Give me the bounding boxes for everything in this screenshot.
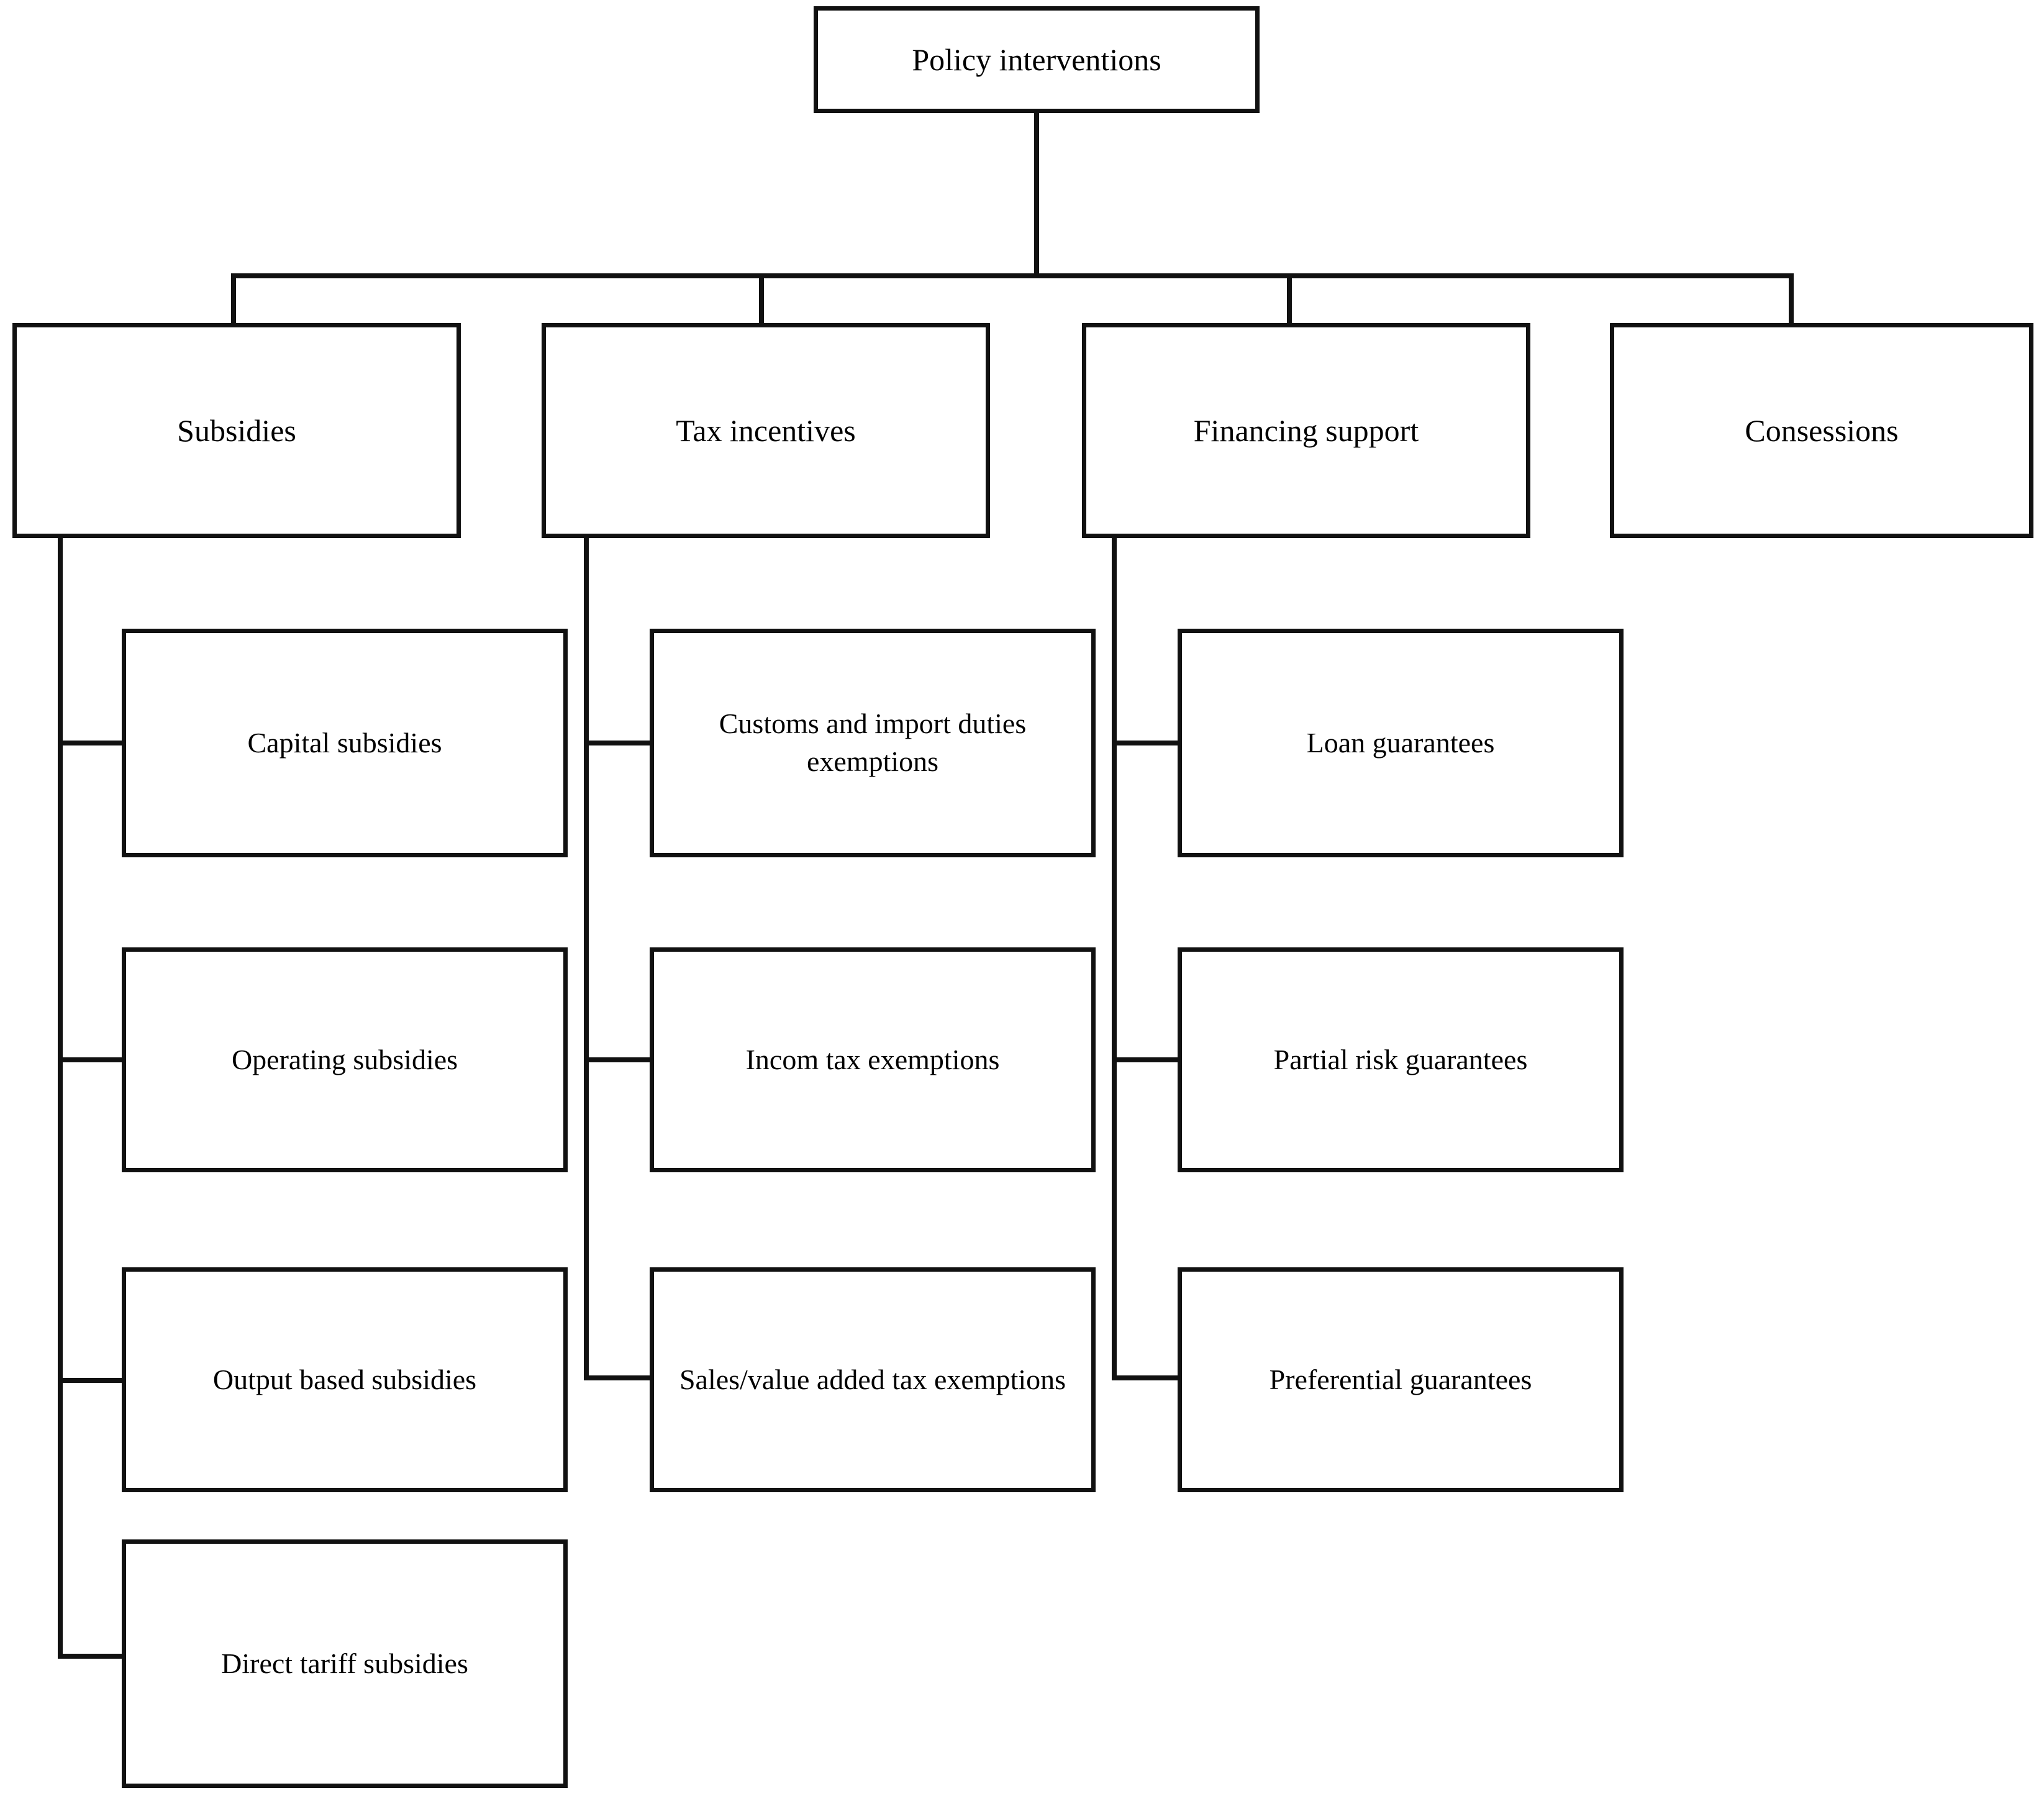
connector-level2-bus	[231, 273, 1794, 278]
node-capital-subsidies[interactable]: Capital subsidies	[122, 629, 568, 857]
connector-branch-capital	[58, 741, 126, 745]
connector-branch-preferent	[1112, 1375, 1181, 1380]
connector-drop-financing	[1287, 273, 1292, 326]
node-label: Operating subsidies	[231, 1043, 458, 1075]
connector-rail-subsidies	[58, 536, 63, 1657]
node-policy-interventions[interactable]: Policy interventions	[814, 6, 1260, 113]
connector-drop-subsidies	[231, 273, 236, 326]
node-label: Partial risk guarantees	[1273, 1043, 1528, 1075]
connector-branch-direct	[58, 1654, 126, 1659]
node-income-tax-exemptions[interactable]: Incom tax exemptions	[650, 947, 1096, 1172]
connector-branch-partial	[1112, 1057, 1181, 1062]
connector-root-stem	[1034, 111, 1039, 278]
node-label: Preferential guarantees	[1269, 1363, 1532, 1395]
node-label: Consessions	[1745, 413, 1899, 448]
connector-branch-incom	[584, 1057, 653, 1062]
node-label: Subsidies	[177, 413, 296, 448]
node-label: Direct tariff subsidies	[221, 1647, 468, 1679]
connector-branch-loan	[1112, 741, 1181, 745]
node-operating-subsidies[interactable]: Operating subsidies	[122, 947, 568, 1172]
node-customs-import-duties-exemptions[interactable]: Customs and import duties exemptions	[650, 629, 1096, 857]
node-label: Tax incentives	[676, 413, 856, 448]
node-sales-value-added-tax-exemptions[interactable]: Sales/value added tax exemptions	[650, 1267, 1096, 1492]
connector-rail-financing	[1112, 536, 1117, 1380]
connector-branch-salestax	[584, 1375, 653, 1380]
node-label: Sales/value added tax exemptions	[679, 1363, 1066, 1395]
connector-branch-customs	[584, 741, 653, 745]
node-direct-tariff-subsidies[interactable]: Direct tariff subsidies	[122, 1539, 568, 1788]
node-label: Financing support	[1193, 413, 1419, 448]
node-label: Customs and import duties exemptions	[719, 708, 1027, 777]
connector-rail-tax	[584, 536, 589, 1380]
node-label: Capital subsidies	[247, 726, 442, 759]
node-consessions[interactable]: Consessions	[1610, 323, 2033, 538]
connector-drop-consessions	[1789, 273, 1794, 326]
node-partial-risk-guarantees[interactable]: Partial risk guarantees	[1178, 947, 1624, 1172]
node-loan-guarantees[interactable]: Loan guarantees	[1178, 629, 1624, 857]
connector-branch-output	[58, 1378, 126, 1383]
node-preferential-guarantees[interactable]: Preferential guarantees	[1178, 1267, 1624, 1492]
connector-branch-operating	[58, 1057, 126, 1062]
node-label: Policy interventions	[912, 42, 1161, 77]
node-output-based-subsidies[interactable]: Output based subsidies	[122, 1267, 568, 1492]
node-subsidies[interactable]: Subsidies	[12, 323, 461, 538]
connector-drop-tax	[759, 273, 764, 326]
node-tax-incentives[interactable]: Tax incentives	[542, 323, 990, 538]
node-label: Incom tax exemptions	[745, 1043, 1000, 1075]
node-label: Output based subsidies	[212, 1363, 477, 1395]
node-label: Loan guarantees	[1306, 726, 1495, 759]
node-financing-support[interactable]: Financing support	[1082, 323, 1530, 538]
